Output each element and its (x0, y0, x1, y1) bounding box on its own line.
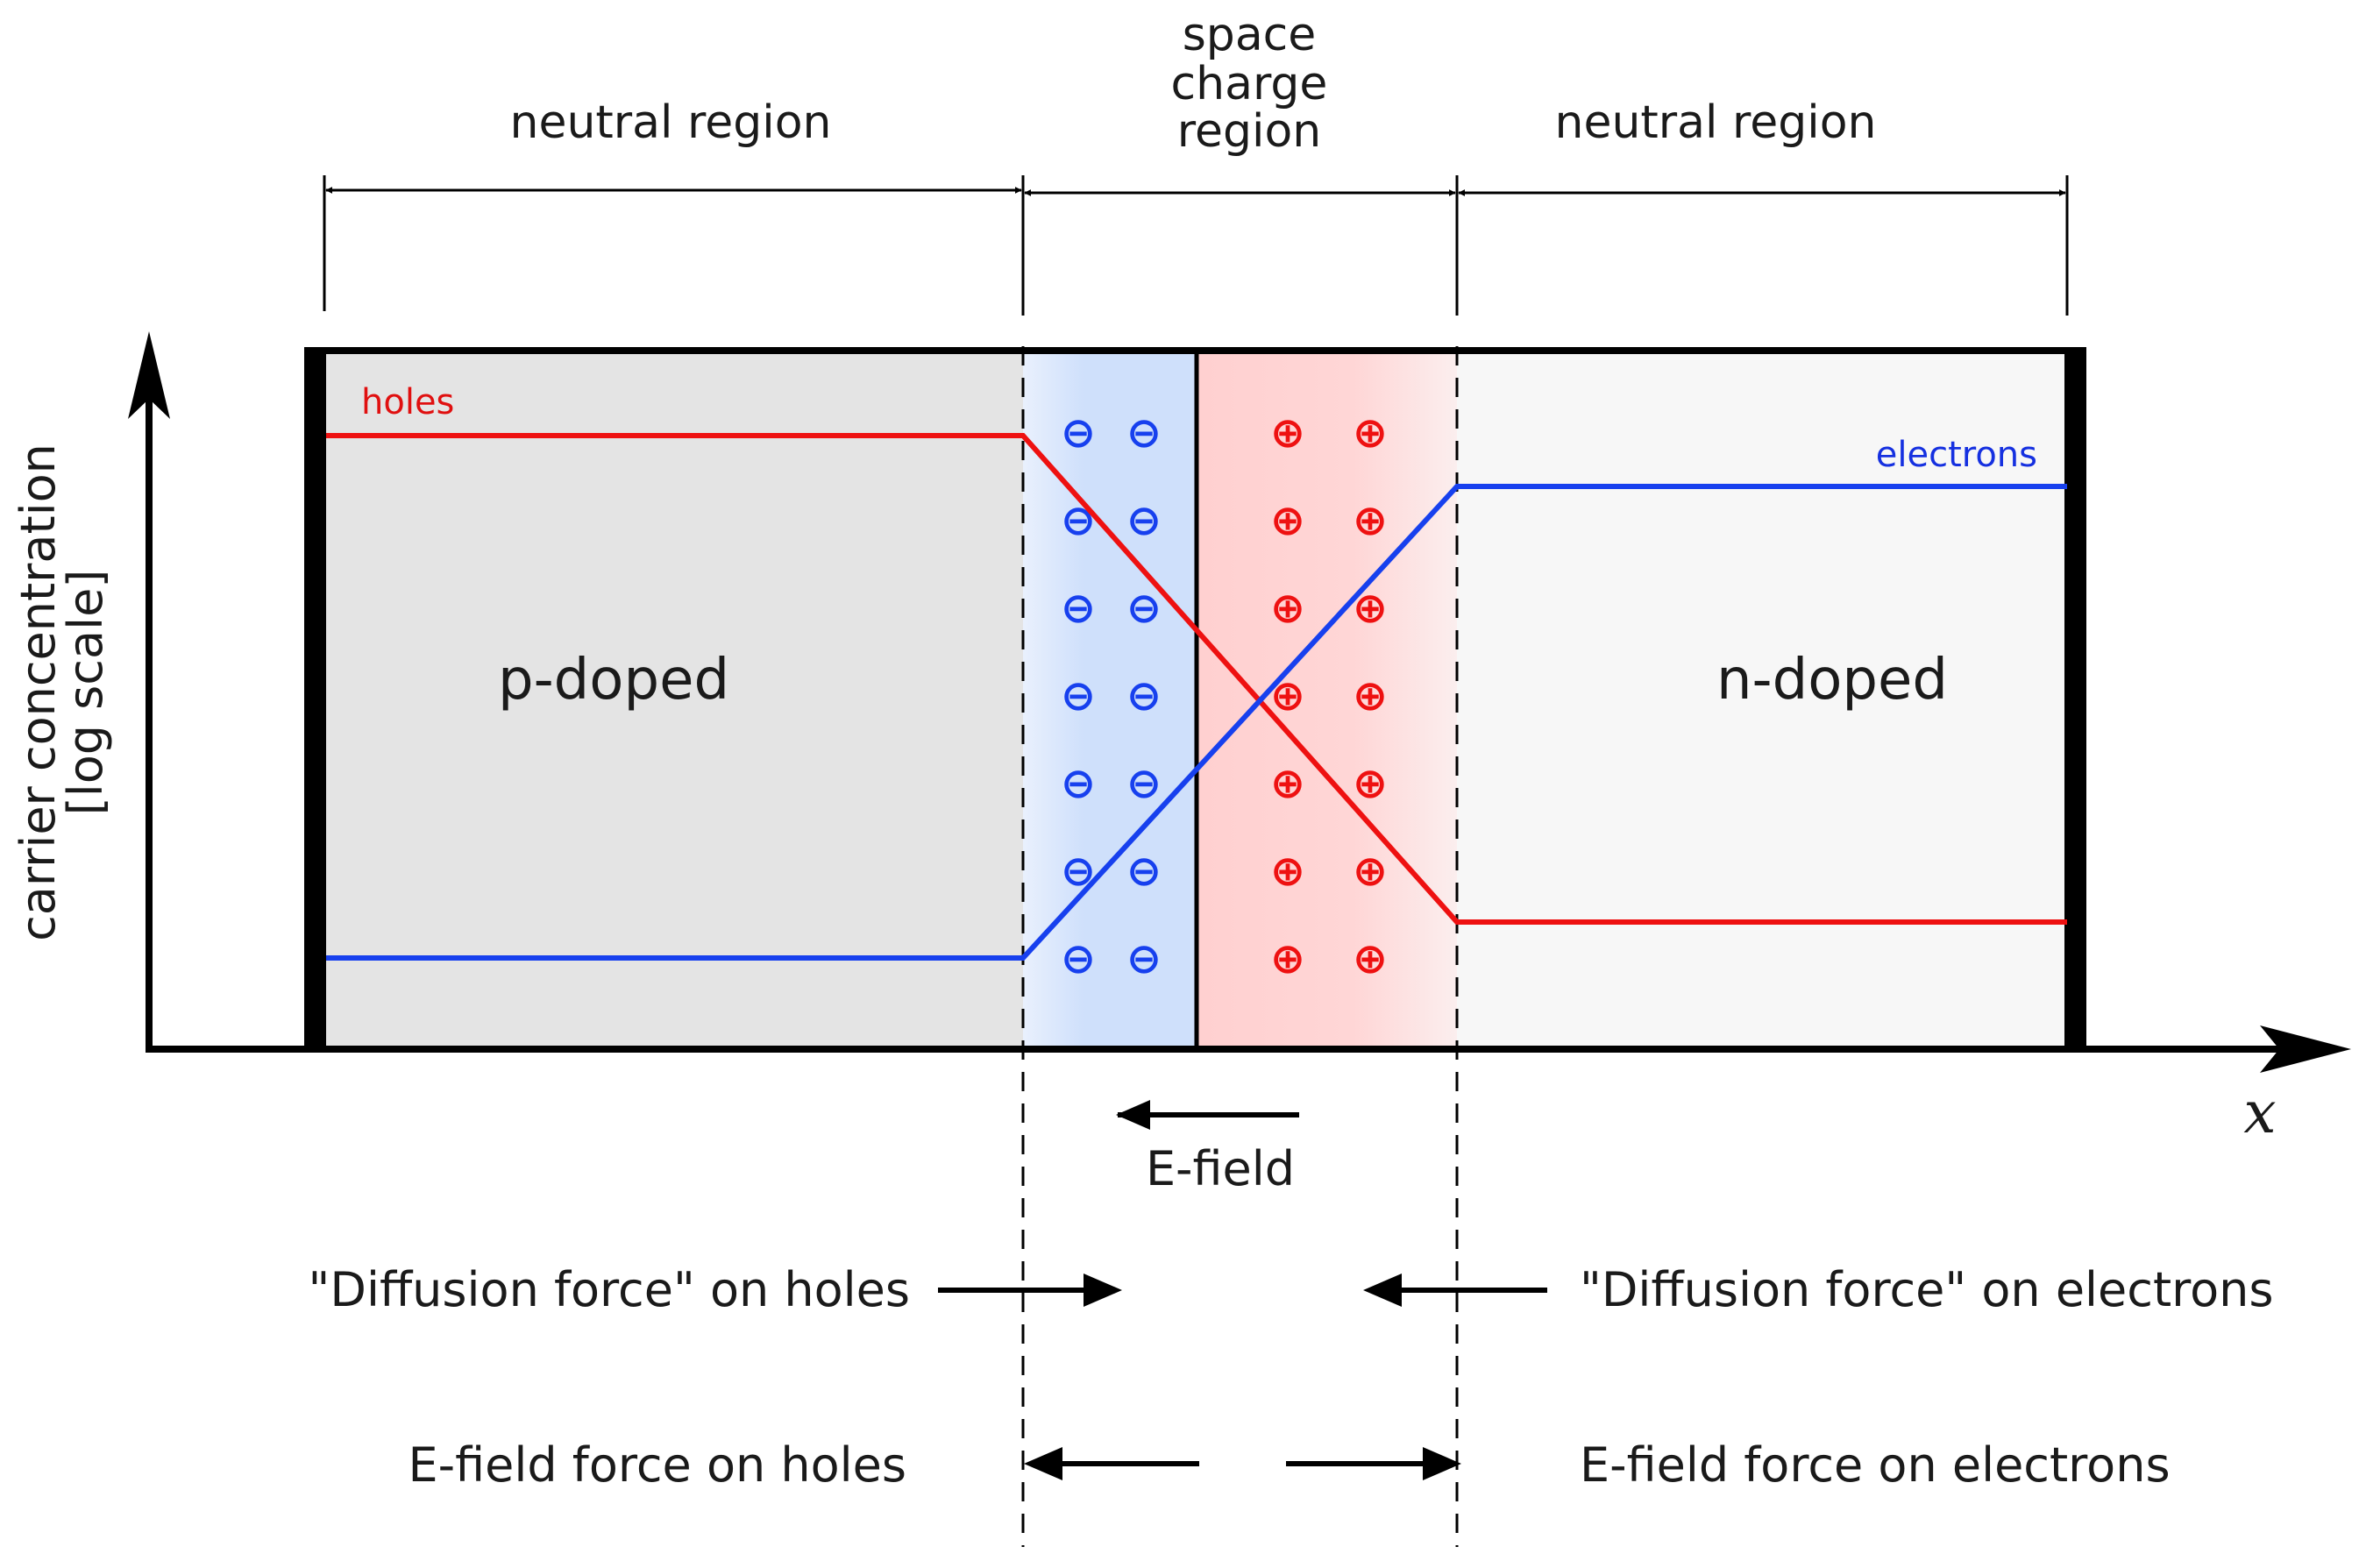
negative-charge-symbol: ⊖ (1126, 934, 1162, 983)
positive-charge-symbol: ⊕ (1270, 671, 1305, 720)
positive-charge-symbol: ⊕ (1270, 847, 1305, 896)
negative-zone-fill (1023, 351, 1197, 1047)
efield-electrons-arrowhead (1423, 1447, 1461, 1480)
negative-charge-symbol: ⊖ (1061, 496, 1096, 545)
p-region-fill (317, 351, 1023, 1047)
x-axis-label: x (2243, 1079, 2276, 1146)
negative-charge-symbol: ⊖ (1061, 671, 1096, 720)
holes-label: holes (361, 382, 454, 422)
left-contact (304, 347, 326, 1048)
y-axis-label-line-1: carrier concentration (11, 443, 66, 941)
left-neutral-region-label: neutral region (510, 96, 832, 149)
positive-charge-symbol: ⊕ (1270, 584, 1305, 633)
positive-charge-symbol: ⊕ (1353, 671, 1388, 720)
electrons-curve (326, 484, 2067, 961)
diffusion-holes-arrowhead (1084, 1274, 1122, 1307)
efield-force-electrons-label: E-field force on electrons (1580, 1437, 2171, 1493)
p-doped-label: p-doped (498, 648, 729, 713)
positive-charge-symbol: ⊕ (1270, 408, 1305, 458)
efield-force-holes-label: E-field force on holes (409, 1437, 906, 1493)
x-axis-arrowhead (2260, 1025, 2351, 1073)
negative-charge-symbol: ⊖ (1126, 671, 1162, 720)
y-axis-arrowhead (128, 331, 170, 419)
negative-charge-symbol: ⊖ (1126, 496, 1162, 545)
e-field-label: E-field (1146, 1141, 1295, 1196)
diffusion-electrons-arrowhead (1363, 1274, 1402, 1307)
n-region-fill (1457, 351, 2075, 1047)
e-field-arrowhead (1116, 1100, 1150, 1130)
negative-charge-symbol: ⊖ (1126, 408, 1162, 458)
n-doped-label: n-doped (1716, 648, 1948, 713)
space-charge-label-line-3: region (1177, 105, 1321, 158)
negative-charge-symbol: ⊖ (1061, 408, 1096, 458)
positive-zone-fill (1197, 351, 1457, 1047)
y-axis-label-line-2: [log scale] (58, 570, 113, 816)
electrons-label: electrons (1876, 435, 2037, 475)
positive-charge-symbol: ⊕ (1353, 759, 1388, 808)
negative-charge-symbol: ⊖ (1126, 759, 1162, 808)
positive-charge-symbol: ⊕ (1270, 934, 1305, 983)
positive-charge-symbol: ⊕ (1353, 934, 1388, 983)
negative-charge-symbol: ⊖ (1126, 847, 1162, 896)
efield-holes-arrowhead (1024, 1447, 1062, 1480)
right-contact (2064, 347, 2086, 1048)
space-charge-label-line-1: space (1183, 9, 1317, 61)
positive-charge-symbol: ⊕ (1270, 759, 1305, 808)
holes-curve (326, 433, 2067, 925)
positive-charge-symbol: ⊕ (1353, 408, 1388, 458)
negative-charge-symbol: ⊖ (1061, 759, 1096, 808)
diffusion-force-electrons-label: "Diffusion force" on electrons (1580, 1262, 2274, 1317)
positive-charge-symbol: ⊕ (1353, 847, 1388, 896)
positive-charge-symbol: ⊕ (1270, 496, 1305, 545)
negative-charge-symbol: ⊖ (1061, 934, 1096, 983)
space-charge-label-line-2: charge (1171, 58, 1328, 110)
positive-charge-symbol: ⊕ (1353, 496, 1388, 545)
right-neutral-region-label: neutral region (1555, 96, 1877, 149)
diffusion-force-holes-label: "Diffusion force" on holes (309, 1262, 910, 1317)
negative-charge-symbol: ⊖ (1126, 584, 1162, 633)
negative-charge-symbol: ⊖ (1061, 584, 1096, 633)
negative-charges: ⊖⊖⊖⊖⊖⊖⊖⊖⊖⊖⊖⊖⊖⊖ (1061, 408, 1162, 983)
